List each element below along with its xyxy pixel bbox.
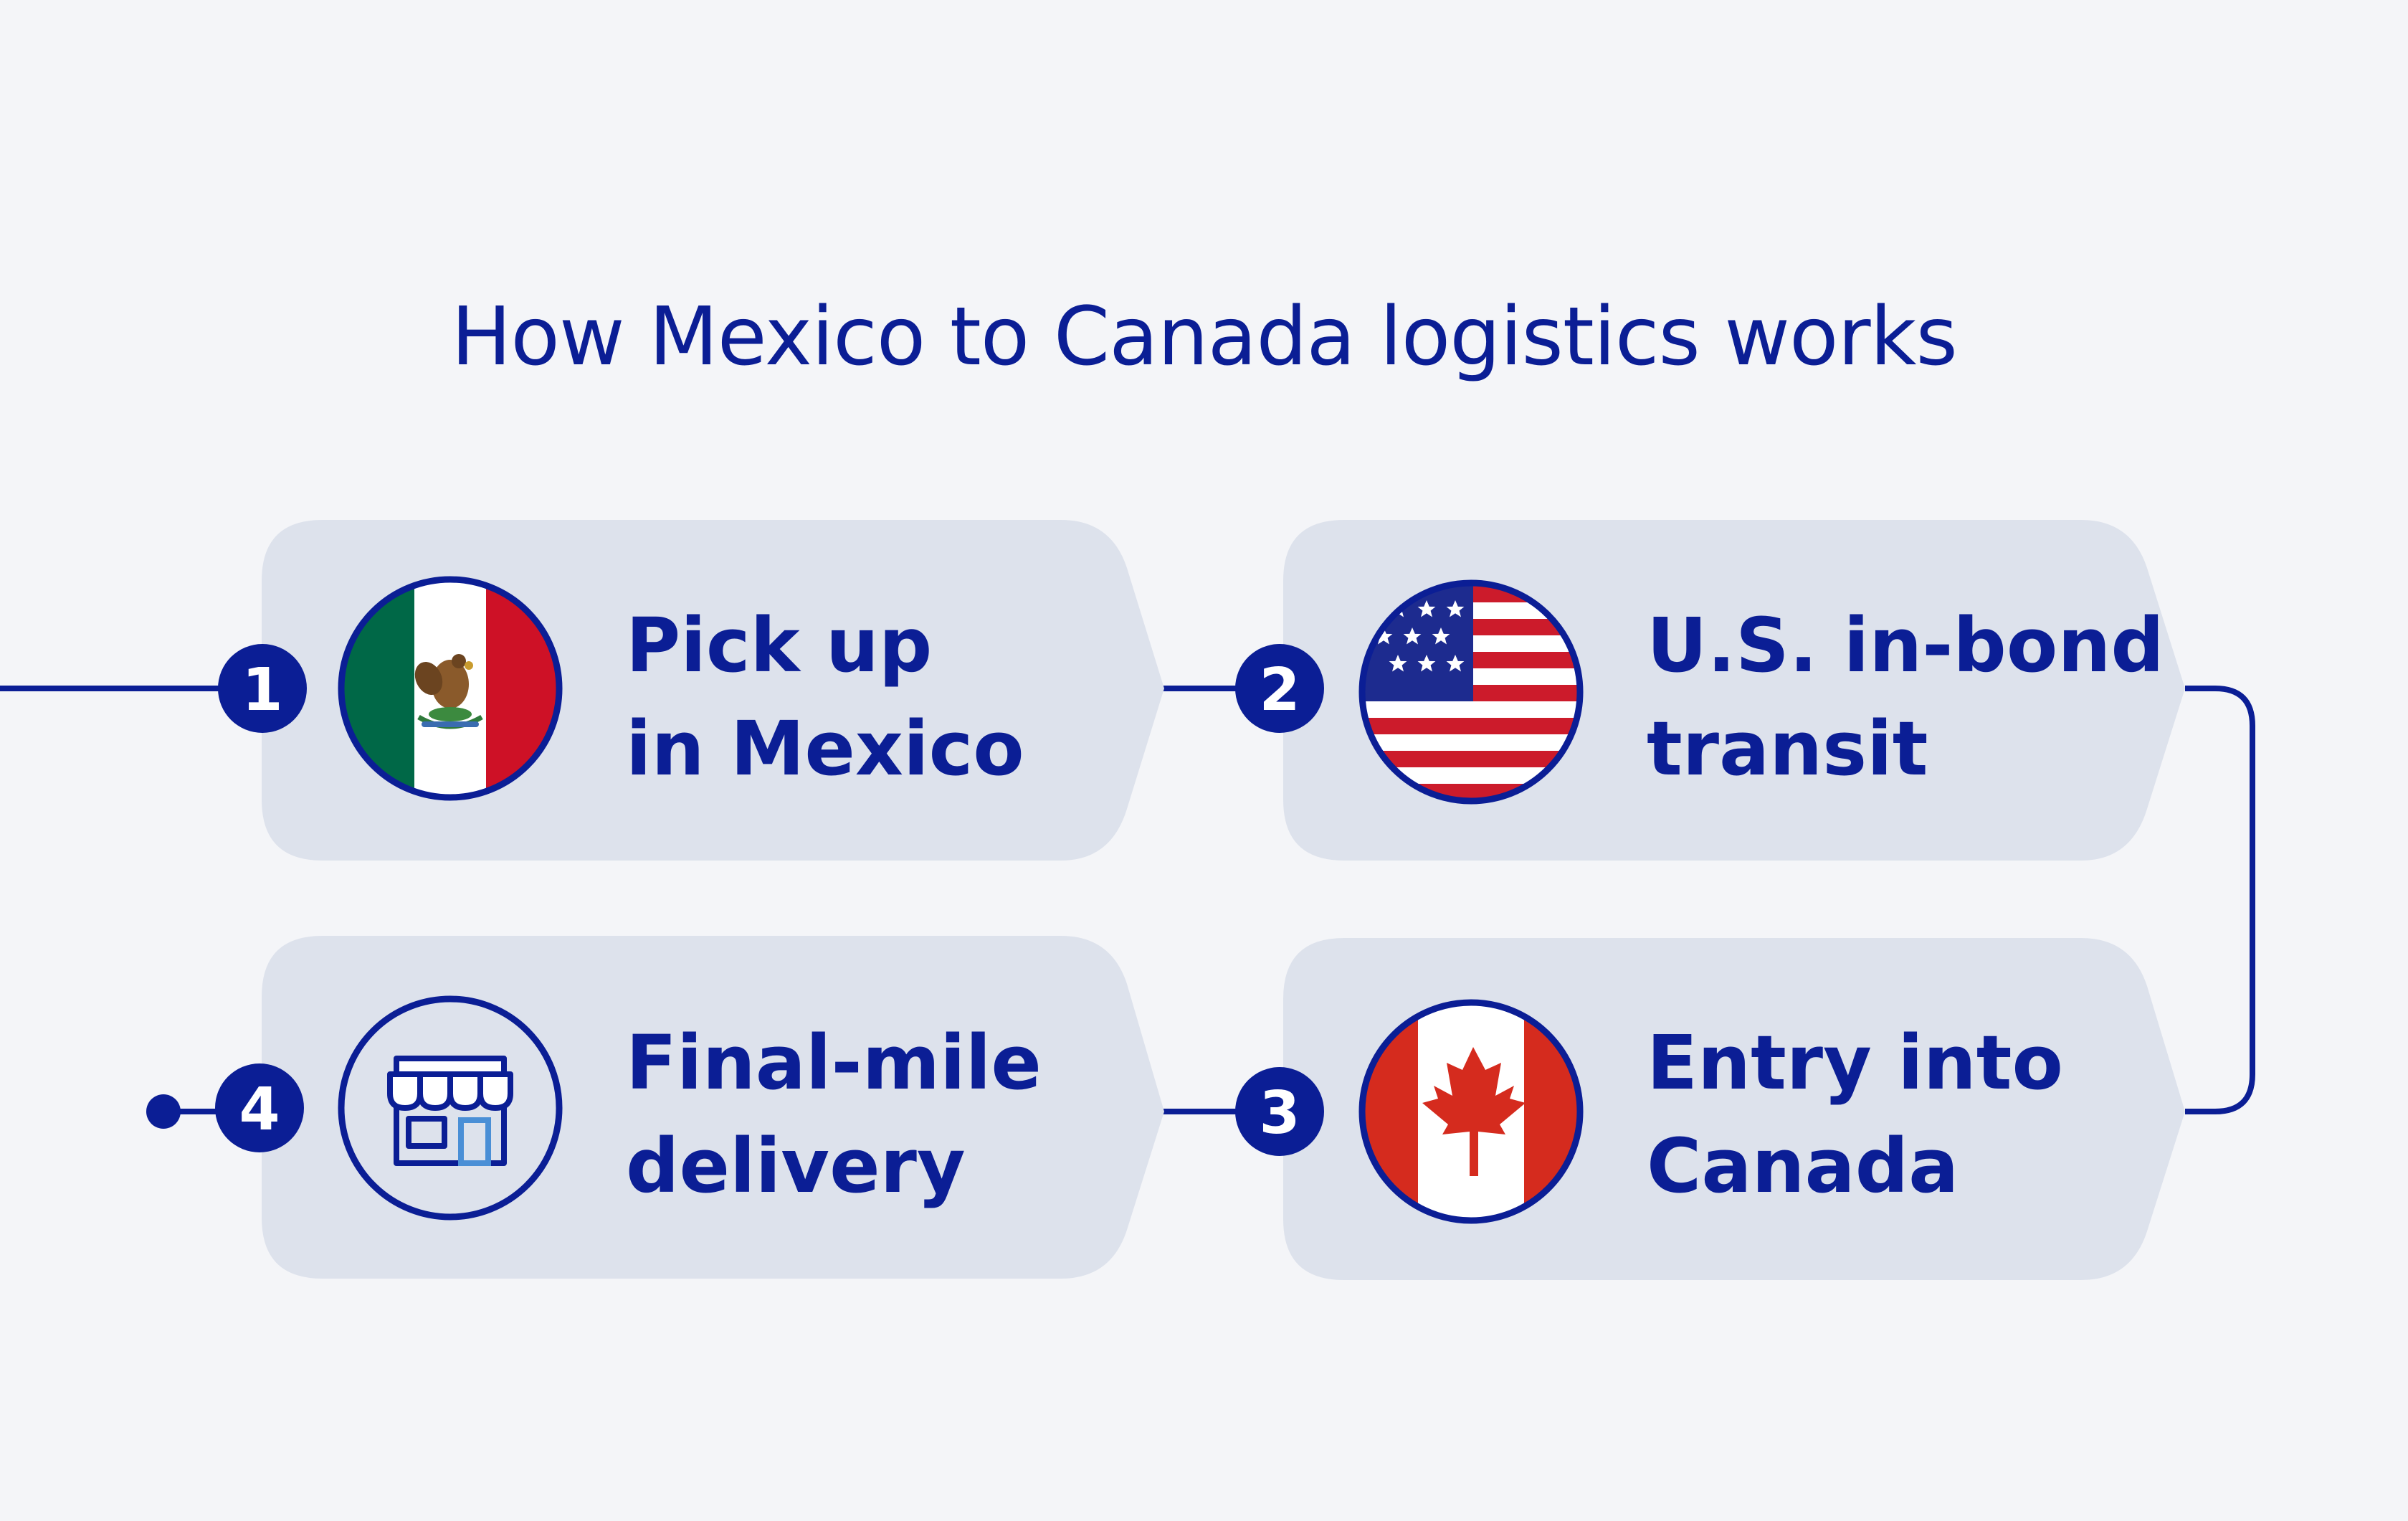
step-number-2: 2 <box>1259 656 1300 724</box>
canada-flag-icon <box>1358 999 1584 1224</box>
step-label-4-line1: Final-mile <box>626 1019 1042 1107</box>
step-label-3-line2: Canada <box>1647 1122 1959 1210</box>
exit-dot <box>146 1094 181 1129</box>
mexico-flag-icon <box>338 576 563 801</box>
step-badge-2: 2 <box>1235 644 1324 733</box>
connector-2-3 <box>2185 686 2255 1114</box>
step-label-1-line1: Pick up <box>626 602 933 689</box>
step-label-4: Final-mile delivery <box>626 1011 1042 1218</box>
page-title: How Mexico to Canada logistics works <box>451 290 1958 384</box>
step-label-2-line1: U.S. in-bond <box>1647 602 2164 689</box>
step-label-2-line2: transit <box>1647 705 1928 792</box>
step-badge-3: 3 <box>1235 1067 1324 1156</box>
step-label-3-line1: Entry into <box>1647 1019 2063 1107</box>
step-badge-4: 4 <box>215 1063 304 1152</box>
step-badge-1: 1 <box>218 644 307 733</box>
storefront-icon <box>338 995 563 1221</box>
step-number-1: 1 <box>242 656 282 724</box>
mexico-coat-of-arms <box>414 654 483 729</box>
step-label-4-line2: delivery <box>626 1122 966 1210</box>
maple-leaf <box>1422 1047 1526 1176</box>
step-number-3: 3 <box>1259 1079 1300 1147</box>
step-label-2: U.S. in-bond transit <box>1647 594 2164 800</box>
step-number-4: 4 <box>239 1076 280 1144</box>
step-label-1-line2: in Mexico <box>626 705 1024 792</box>
step-label-1: Pick up in Mexico <box>626 594 1024 800</box>
step-label-3: Entry into Canada <box>1647 1011 2063 1218</box>
